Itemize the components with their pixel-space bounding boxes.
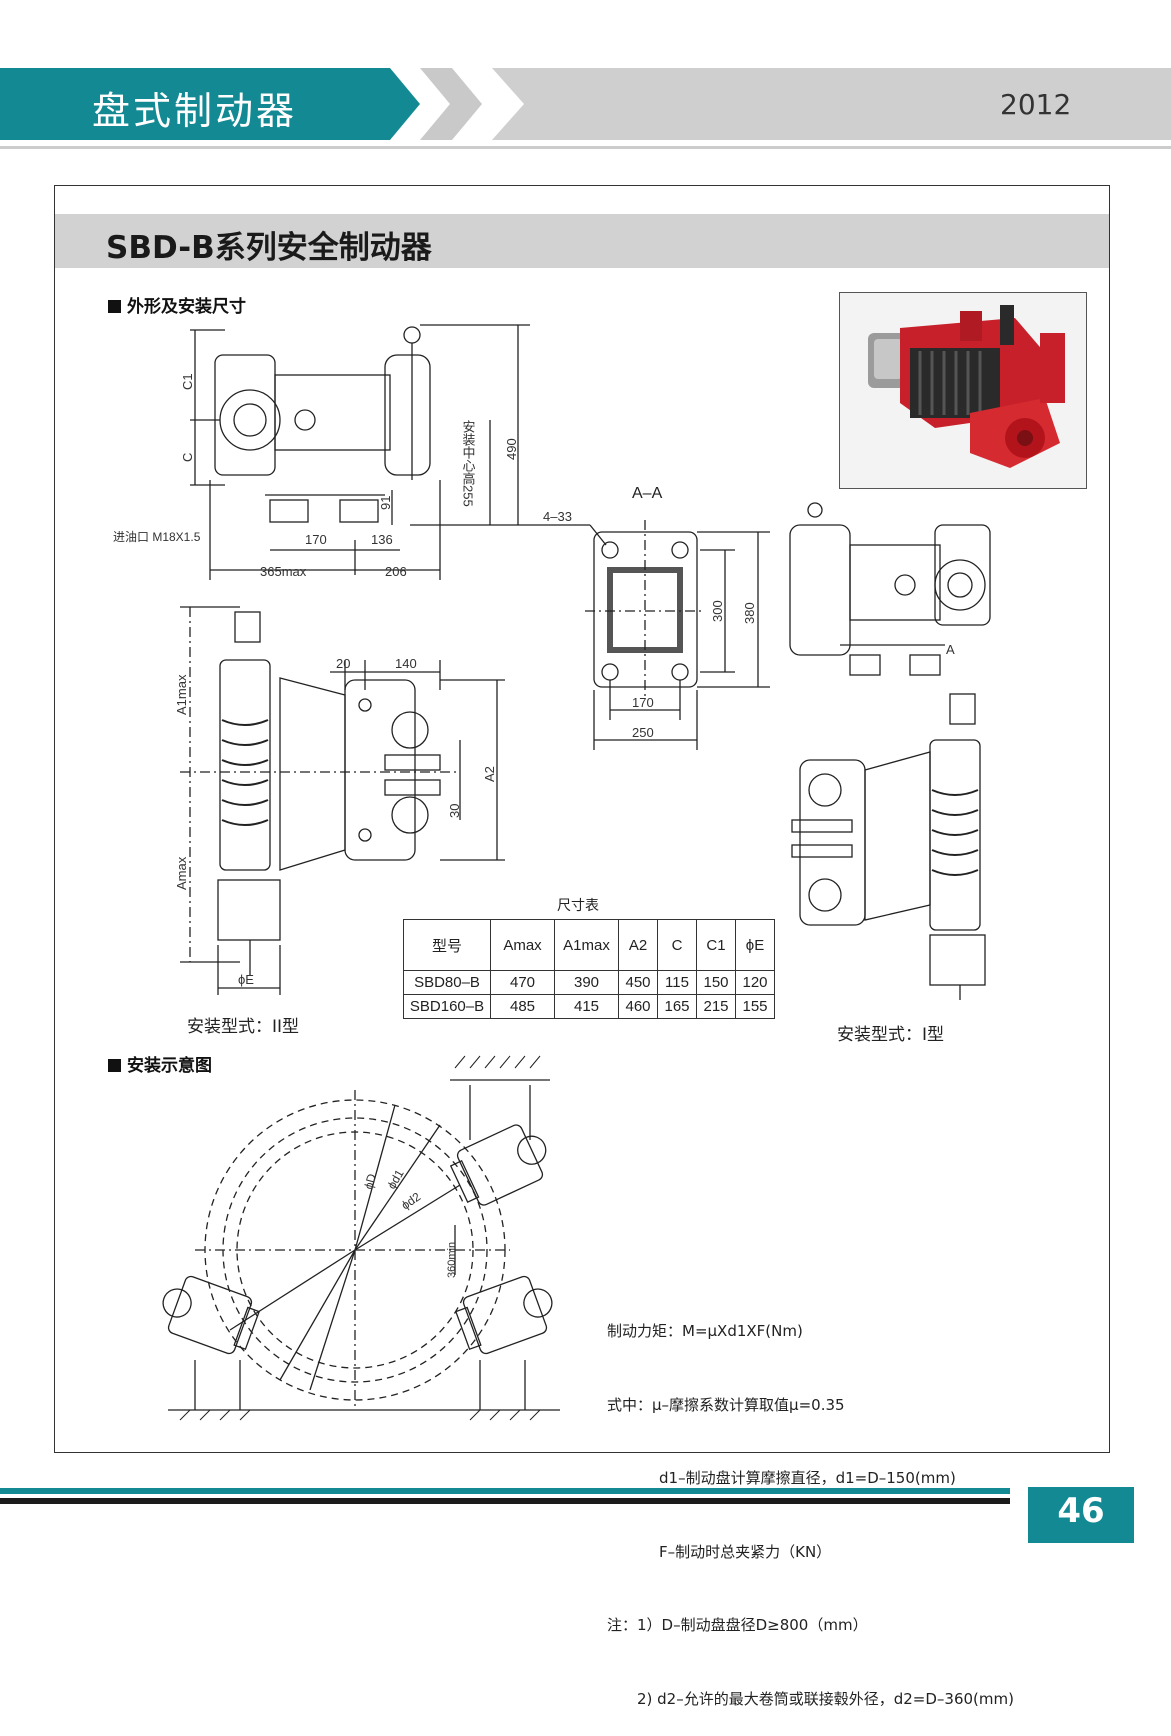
table-cell: SBD160–B xyxy=(403,994,491,1019)
dim-phid: ϕD xyxy=(361,1172,379,1191)
caption-type1: 安装型式：I型 xyxy=(837,1025,945,1045)
arrow-a-label: A xyxy=(946,642,955,657)
subhead-outline: 外形及安装尺寸 xyxy=(108,292,246,317)
dim-206: 206 xyxy=(385,564,407,579)
dim-300: 300 xyxy=(710,600,725,622)
dim-140: 140 xyxy=(395,656,417,671)
footer-bar-dark xyxy=(0,1498,1010,1504)
table-cell: SBD80–B xyxy=(403,970,491,995)
col-header: C xyxy=(657,919,697,971)
col-header: Amax xyxy=(490,919,555,971)
dim-amax: Amax xyxy=(174,856,189,890)
col-header: A1max xyxy=(554,919,619,971)
table-cell: 115 xyxy=(657,970,697,995)
table-cell: 450 xyxy=(618,970,658,995)
table-cell: 155 xyxy=(735,994,775,1019)
dim-170: 170 xyxy=(305,532,327,547)
dim-360min: 360min xyxy=(446,1242,458,1278)
page-number-box xyxy=(1028,1487,1134,1543)
table-cell: 165 xyxy=(657,994,697,1019)
holes-label: 4–33 xyxy=(543,509,572,524)
dim-a2: A2 xyxy=(482,766,497,782)
formula-line: 制动力矩：M=μXd1XF(Nm) xyxy=(607,1322,803,1340)
table-cell: 120 xyxy=(735,970,775,995)
header-title: 盘式制动器 xyxy=(92,89,298,133)
table-cell: 215 xyxy=(696,994,736,1019)
page-number: 46 xyxy=(1057,1491,1105,1531)
subhead-install: 安装示意图 xyxy=(108,1051,212,1076)
formula-line: 式中：μ–摩擦系数计算取值μ=0.35 xyxy=(607,1395,845,1414)
col-header: C1 xyxy=(696,919,736,971)
technical-drawings: C1 C 安装中心高255 490 91 进油口 M18X1.5 170 136… xyxy=(113,324,991,1421)
bullet-square-icon xyxy=(108,1059,121,1072)
col-header: 型号 xyxy=(403,919,491,971)
content-frame xyxy=(54,185,1110,1453)
formula-line: F–制动时总夹紧力（KN） xyxy=(659,1542,832,1561)
header-year: 2012 xyxy=(1000,88,1072,121)
dim-136: 136 xyxy=(371,532,393,547)
table-cell: 485 xyxy=(490,994,555,1019)
dim-30: 30 xyxy=(447,804,462,818)
subhead-install-text: 安装示意图 xyxy=(127,1056,212,1076)
footer-bar-teal xyxy=(0,1488,1010,1494)
chevron-1 xyxy=(420,68,490,140)
dim-c: C xyxy=(180,453,195,462)
dim-250: 250 xyxy=(632,725,654,740)
dim-490: 490 xyxy=(504,438,519,460)
col-header: ϕE xyxy=(735,919,775,971)
subhead-outline-text: 外形及安装尺寸 xyxy=(127,297,246,317)
formula-line: 2) d2–允许的最大卷筒或联接毂外径，d2=D–360(mm) xyxy=(637,1689,1014,1708)
header-gray-band xyxy=(492,68,1171,140)
header-banner xyxy=(0,68,420,140)
dim-20: 20 xyxy=(336,656,350,671)
dim-365max: 365max xyxy=(260,564,307,579)
section-aa-label: A–A xyxy=(632,485,663,502)
table-cell: 415 xyxy=(554,994,619,1019)
header-rule xyxy=(0,146,1171,149)
dim-380: 380 xyxy=(742,602,757,624)
section-title: SBD-B系列安全制动器 xyxy=(106,230,432,266)
section-band xyxy=(55,214,1109,268)
table-cell: 470 xyxy=(490,970,555,995)
product-photo xyxy=(839,292,1087,489)
table-title: 尺寸表 xyxy=(557,898,599,914)
dim-91: 91 xyxy=(378,496,393,510)
dim-phid2: ϕd2 xyxy=(399,1189,424,1212)
dim-phid1: ϕd1 xyxy=(384,1167,406,1192)
oil-inlet-label: 进油口 M18X1.5 xyxy=(113,530,201,544)
caption-type2: 安装型式：II型 xyxy=(187,1017,300,1037)
table-row: SBD160–B 485 415 460 165 215 155 xyxy=(403,994,775,1019)
dimension-table: 型号 Amax A1max A2 C C1 ϕE SBD80–B 470 390… xyxy=(403,919,775,1019)
dim-phie: ϕE xyxy=(238,972,254,987)
formula-line: d1–制动盘计算摩擦直径，d1=D–150(mm) xyxy=(659,1469,956,1487)
dim-170b: 170 xyxy=(632,695,654,710)
col-header: A2 xyxy=(618,919,658,971)
table-cell: 150 xyxy=(696,970,736,995)
table-row: SBD80–B 470 390 450 115 150 120 xyxy=(403,970,775,995)
bullet-square-icon xyxy=(108,300,121,313)
table-cell: 390 xyxy=(554,970,619,995)
dim-c1: C1 xyxy=(180,373,195,390)
dim-install-height: 安装中心高255 xyxy=(461,420,476,507)
formula-line: 注：1）D–制动盘盘径D≥800（mm） xyxy=(607,1616,868,1634)
table-cell: 460 xyxy=(618,994,658,1019)
dim-a1max: A1max xyxy=(174,674,189,715)
